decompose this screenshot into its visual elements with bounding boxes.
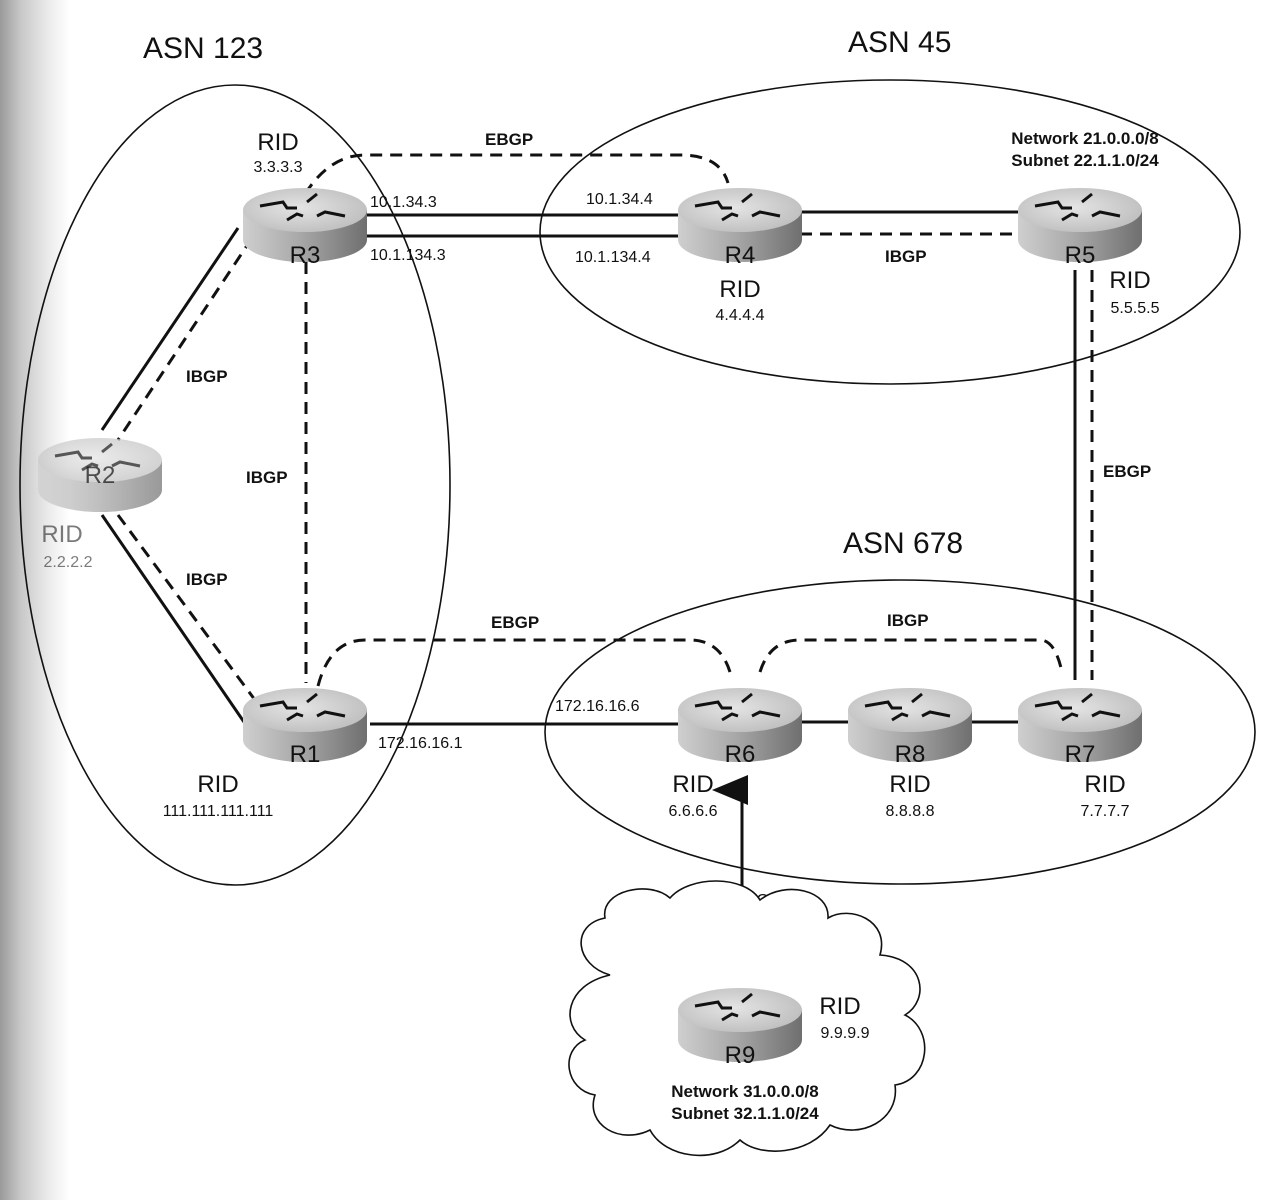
r3-interface-b: 10.1.134.3 — [370, 247, 446, 264]
r7-rid-title: RID — [1084, 771, 1125, 798]
label-r1-r6-ebgp: EBGP — [491, 613, 539, 632]
r3-rid: 3.3.3.3 — [254, 159, 303, 176]
router-r8-name: R8 — [895, 741, 926, 768]
label-r2-r3-ibgp: IBGP — [186, 367, 228, 386]
r1-rid-title: RID — [197, 771, 238, 798]
asn123-boundary — [19, 84, 451, 886]
r9-network-line1: Network 31.0.0.0/8 — [671, 1082, 818, 1101]
router-r4-name: R4 — [725, 242, 756, 269]
router-r3-name: R3 — [290, 242, 321, 269]
link-r2-r1 — [100, 514, 246, 723]
label-r4-r5-ibgp: IBGP — [885, 247, 927, 266]
link-r2-r3 — [100, 227, 240, 431]
r5-network-line2: Subnet 22.1.1.0/24 — [1011, 151, 1159, 170]
session-r1-r6-ebgp — [316, 638, 732, 687]
router-r1-name: R1 — [290, 741, 321, 768]
r4-interface-a: 10.1.34.4 — [586, 191, 653, 208]
label-r3-r1-ibgp: IBGP — [246, 468, 288, 487]
router-r6-name: R6 — [725, 741, 756, 768]
r1-rid: 111.111.111.111 — [163, 803, 274, 820]
r6-rid-title: RID — [672, 771, 713, 798]
asn45-boundary — [539, 79, 1241, 385]
label-r3-r4-ebgp: EBGP — [485, 130, 533, 149]
label-r5-r7-ebgp: EBGP — [1103, 462, 1151, 481]
router-r2-name: R2 — [85, 462, 116, 489]
r3-rid-title: RID — [257, 129, 298, 156]
label-r6-r7-ibgp: IBGP — [887, 611, 929, 630]
r2-rid-title: RID — [41, 521, 82, 548]
session-r6-r7-ibgp — [758, 638, 1064, 673]
session-r3-r4-ebgp — [303, 153, 730, 195]
r2-rid: 2.2.2.2 — [44, 554, 93, 571]
session-r2-r1-ibgp — [116, 514, 257, 701]
r7-rid: 7.7.7.7 — [1081, 803, 1130, 820]
r4-interface-b: 10.1.134.4 — [575, 249, 651, 266]
r5-rid: 5.5.5.5 — [1111, 300, 1160, 317]
r9-rid-title: RID — [819, 993, 860, 1020]
r1-interface: 172.16.16.1 — [378, 735, 463, 752]
router-r9-name: R9 — [725, 1042, 756, 1069]
router-r7-name: R7 — [1065, 741, 1096, 768]
asn123-label: ASN 123 — [143, 32, 263, 65]
session-r2-r3-ibgp — [116, 237, 254, 441]
asn678-boundary — [544, 579, 1256, 885]
r9-rid: 9.9.9.9 — [821, 1025, 870, 1042]
label-r2-r1-ibgp: IBGP — [186, 570, 228, 589]
r8-rid: 8.8.8.8 — [886, 803, 935, 820]
r4-rid: 4.4.4.4 — [716, 307, 765, 324]
r4-rid-title: RID — [719, 276, 760, 303]
asn45-label: ASN 45 — [848, 26, 951, 59]
r6-rid: 6.6.6.6 — [669, 803, 718, 820]
r9-network-line2: Subnet 32.1.1.0/24 — [671, 1104, 819, 1123]
asn678-label: ASN 678 — [843, 527, 963, 560]
r8-rid-title: RID — [889, 771, 930, 798]
r6-interface: 172.16.16.6 — [555, 698, 640, 715]
r3-interface-a: 10.1.34.3 — [370, 194, 437, 211]
router-r5-name: R5 — [1065, 242, 1096, 269]
r5-rid-title: RID — [1109, 267, 1150, 294]
r5-network-line1: Network 21.0.0.0/8 — [1011, 129, 1158, 148]
